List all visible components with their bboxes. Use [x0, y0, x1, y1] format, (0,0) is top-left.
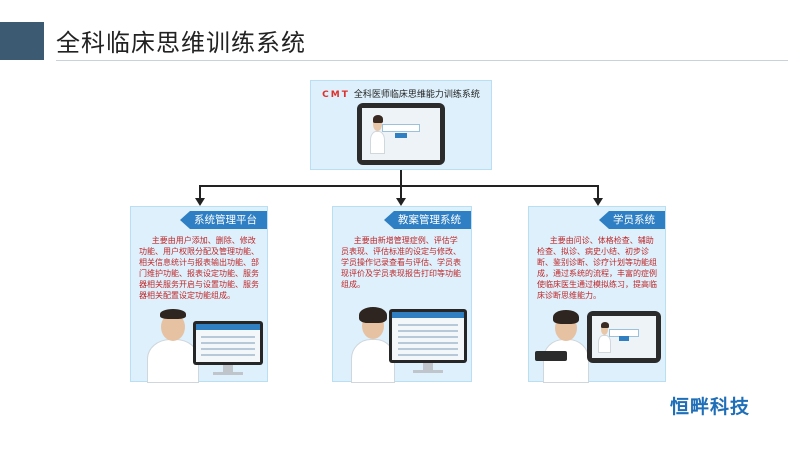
title-divider [56, 60, 788, 61]
module-description: 主要由新增管理症例、评估学员表现、评估标准的设定与修改、学员操作记录查看与评估、… [341, 236, 461, 289]
connector-horizontal [199, 185, 599, 187]
tablet-illustration [587, 311, 661, 363]
doctor-illustration [369, 115, 386, 154]
doctor-illustration [598, 321, 612, 353]
module-tag: 教案管理系统 [384, 211, 471, 229]
monitor-stand [423, 363, 433, 371]
slide-title: 全科临床思维训练系统 [56, 29, 306, 57]
login-button-graphic [618, 336, 630, 342]
cmt-brand-label: CMT [322, 90, 350, 100]
connector-middle [400, 185, 402, 199]
student-illustration [543, 307, 589, 383]
connector-trunk [400, 170, 402, 186]
monitor-base [213, 372, 243, 375]
handheld-tablet-illustration [535, 351, 567, 361]
connector-right [597, 185, 599, 199]
tablet-screen [362, 108, 440, 160]
module-tag: 学员系统 [599, 211, 665, 229]
monitor-illustration [389, 309, 467, 363]
module-tag: 系统管理平台 [180, 211, 267, 229]
module-description: 主要由用户添加、删除、修改功能、用户权限分配及管理功能、相关信息统计与报表输出功… [139, 236, 259, 300]
module-card-case-management: 教案管理系统 主要由新增管理症例、评估学员表现、评估标准的设定与修改、学员操作记… [332, 206, 472, 383]
arrow-down-icon [396, 198, 406, 206]
arrow-down-icon [593, 198, 603, 206]
login-field-graphic [382, 123, 420, 132]
nurse-illustration [351, 305, 395, 383]
module-card-system-admin: 系统管理平台 主要由用户添加、删除、修改功能、用户权限分配及管理功能、相关信息统… [130, 206, 268, 383]
title-accent-block [0, 22, 44, 60]
connector-left [199, 185, 201, 199]
monitor-stand [223, 365, 233, 373]
system-name-label: 全科医师临床思维能力训练系统 [353, 90, 480, 100]
module-card-student-system: 学员系统 主要由问诊、体格检查、辅助检查、拟诊、病史小结、初步诊断、鉴别诊断、诊… [528, 206, 666, 383]
login-field-graphic [608, 328, 640, 337]
monitor-illustration [193, 321, 263, 365]
arrow-down-icon [195, 198, 205, 206]
tablet-screen [592, 316, 656, 358]
doctor-illustration [147, 305, 199, 383]
tablet-illustration [357, 103, 445, 165]
login-button-graphic [394, 132, 408, 138]
company-name: 恒畔科技 [670, 396, 751, 418]
monitor-base [413, 370, 443, 373]
module-description: 主要由问诊、体格检查、辅助检查、拟诊、病史小结、初步诊断、鉴别诊断、诊疗计划等功… [537, 236, 657, 300]
